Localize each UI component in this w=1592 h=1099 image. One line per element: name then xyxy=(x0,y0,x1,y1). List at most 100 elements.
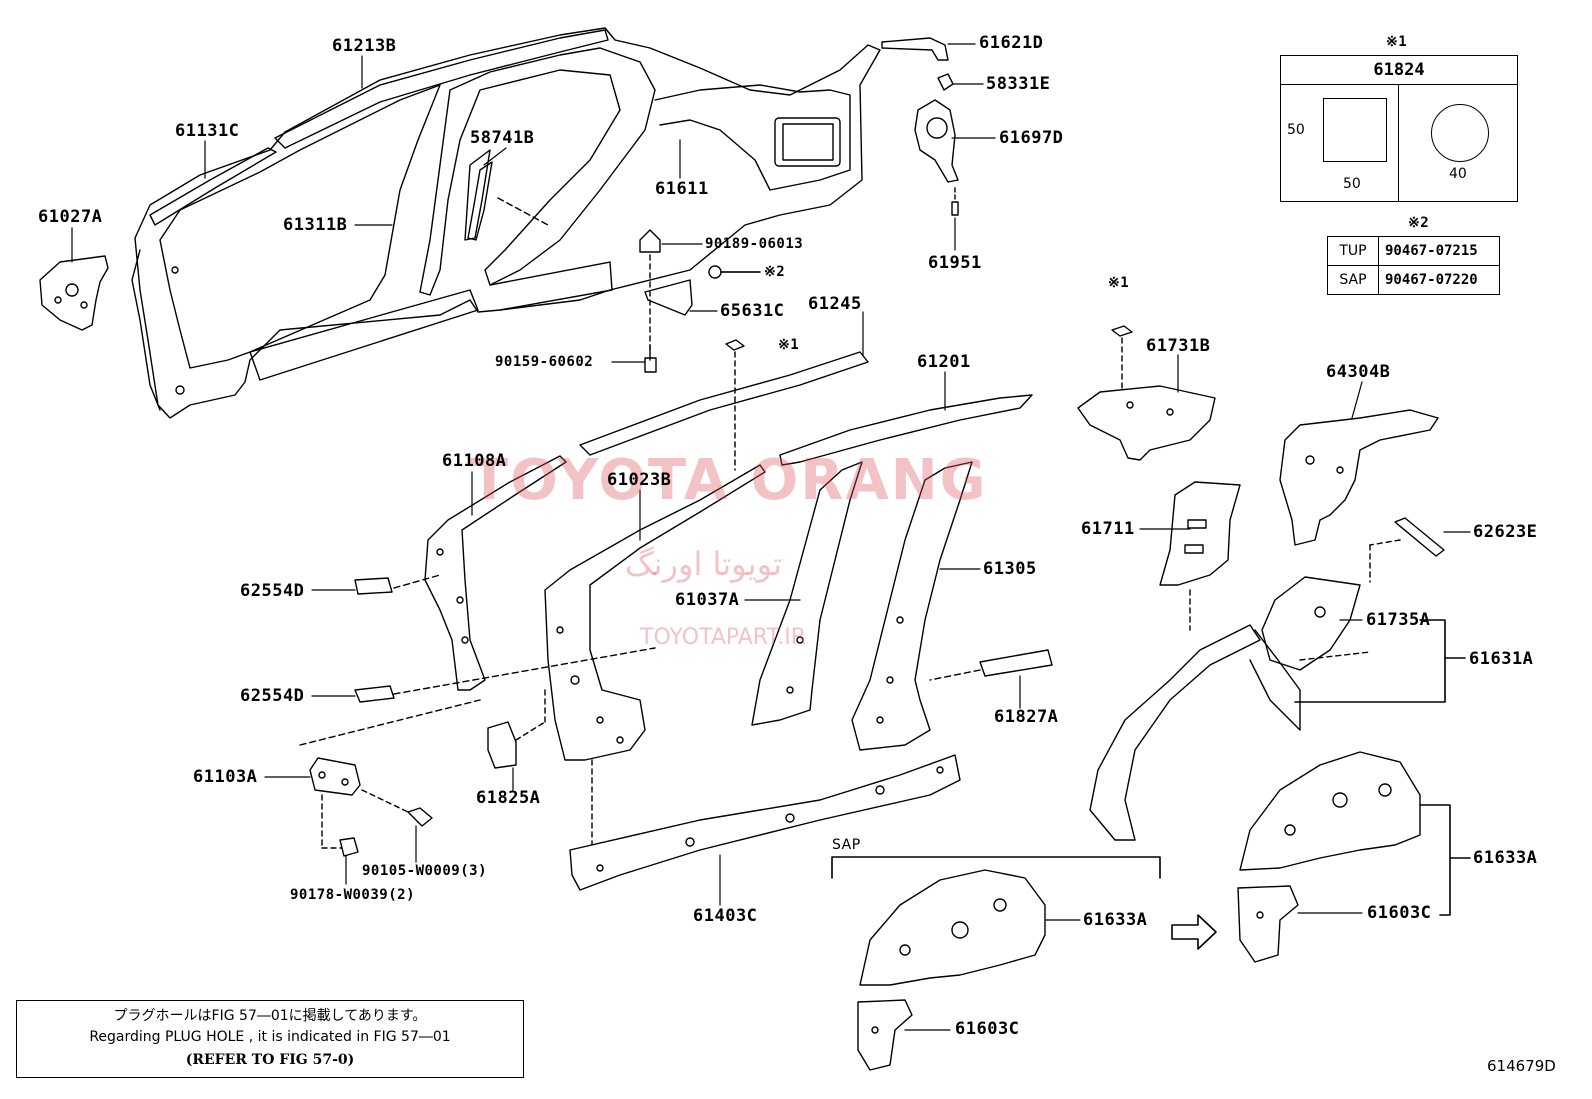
note-english: Regarding PLUG HOLE , it is indicated in… xyxy=(89,1029,451,1045)
label-mark2: ※2 xyxy=(764,264,786,280)
part-61103A-drawing xyxy=(309,757,361,796)
grade-cell: TUP xyxy=(1327,236,1379,266)
label-61603C-right: 61603C xyxy=(1367,903,1432,923)
part-62554D-upper-drawing xyxy=(354,577,393,595)
variant-table-mark: ※2 xyxy=(1408,215,1430,231)
label-61825A: 61825A xyxy=(476,788,541,808)
label-61245: 61245 xyxy=(808,294,862,314)
label-61631A: 61631A xyxy=(1469,649,1534,669)
bracket-61633A-right xyxy=(1419,804,1451,916)
inset-divider xyxy=(1398,85,1399,201)
label-61108A: 61108A xyxy=(442,451,507,471)
label-61131C: 61131C xyxy=(175,121,240,141)
label-90159-60602: 90159-60602 xyxy=(495,354,594,370)
label-sap: SAP xyxy=(832,837,861,853)
label-61213B: 61213B xyxy=(332,36,397,56)
part-61603C-bottom-drawing xyxy=(857,999,913,1071)
label-90105-W0009: 90105-W0009(3) xyxy=(362,863,488,879)
square-width-dim: 50 xyxy=(1343,176,1361,192)
part-61201-drawing xyxy=(779,394,1033,466)
part-61037A-drawing xyxy=(751,461,863,726)
note-japanese: プラグホールはFIG 57―01に掲載してあります。 xyxy=(113,1008,427,1024)
part-62623E-drawing xyxy=(1394,517,1445,557)
part-61245-drawing xyxy=(579,351,869,456)
plug-circle-shape xyxy=(1431,104,1489,162)
part-61697D-drawing xyxy=(914,99,959,183)
inset-61824-box: 61824 50 50 40 xyxy=(1280,55,1518,202)
label-61403C: 61403C xyxy=(693,906,758,926)
label-64304B: 64304B xyxy=(1326,362,1391,382)
part-cell: 90467-07215 xyxy=(1378,236,1500,266)
part-61827A-drawing xyxy=(979,649,1053,677)
plug-hole-2-drawing xyxy=(1111,325,1133,337)
table-row: SAP 90467-07220 xyxy=(1327,265,1500,295)
circle-diameter-dim: 40 xyxy=(1449,166,1467,182)
part-cell: 90467-07220 xyxy=(1378,265,1500,295)
nut-90178-drawing xyxy=(339,837,359,857)
part-61633A-center-drawing xyxy=(859,869,1046,986)
variant-table: TUP 90467-07215 SAP 90467-07220 xyxy=(1327,236,1500,295)
part-61735A-drawing xyxy=(1261,576,1361,671)
part-61825A-drawing xyxy=(487,721,517,769)
part-61108A-drawing xyxy=(424,455,567,691)
label-61731B: 61731B xyxy=(1146,336,1211,356)
label-61201: 61201 xyxy=(917,352,971,372)
label-61311B: 61311B xyxy=(283,215,348,235)
part-61131C-drawing xyxy=(149,147,277,226)
label-61711: 61711 xyxy=(1081,519,1135,539)
grade-cell: SAP xyxy=(1327,265,1379,295)
part-61711-drawing xyxy=(1159,481,1241,586)
label-61633A-center: 61633A xyxy=(1083,910,1148,930)
arrow-icon xyxy=(1171,914,1217,950)
label-62623E: 62623E xyxy=(1473,522,1538,542)
label-61023B: 61023B xyxy=(607,470,672,490)
label-62554D-lower: 62554D xyxy=(240,686,305,706)
part-58741B-drawing xyxy=(467,161,493,241)
label-61951: 61951 xyxy=(928,253,982,273)
leader-lines xyxy=(71,43,1471,1031)
part-62554D-lower-drawing xyxy=(354,685,395,703)
part-61951-drawing xyxy=(951,201,959,216)
part-61621D-drawing xyxy=(881,37,949,61)
part-58331E-drawing xyxy=(937,73,954,91)
label-61305: 61305 xyxy=(983,559,1037,579)
label-58331E: 58331E xyxy=(986,74,1051,94)
part-61305-drawing xyxy=(851,461,973,751)
part-61403C-drawing xyxy=(569,754,961,891)
body-side-outer-panel xyxy=(131,27,881,419)
inset-title: 61824 xyxy=(1281,56,1517,85)
square-height-dim: 50 xyxy=(1287,122,1305,138)
label-61633A-right: 61633A xyxy=(1473,848,1538,868)
bracket-61631A xyxy=(1294,619,1446,703)
table-row: TUP 90467-07215 xyxy=(1327,236,1500,266)
part-61027A-drawing xyxy=(39,255,109,331)
part-61633A-right-drawing xyxy=(1239,751,1421,871)
plug-hole-note: プラグホールはFIG 57―01に掲載してあります。 Regarding PLU… xyxy=(16,1000,524,1078)
part-61603C-right-drawing xyxy=(1237,885,1299,963)
note-reference: (REFER TO FIG 57-0) xyxy=(185,1052,355,1068)
label-mark1-b: ※1 xyxy=(1108,275,1130,291)
label-61103A: 61103A xyxy=(193,767,258,787)
label-90178-W0039: 90178-W0039(2) xyxy=(290,887,416,903)
label-65631C: 65631C xyxy=(720,301,785,321)
sap-bracket xyxy=(831,856,1161,879)
plug-square-shape xyxy=(1323,98,1387,162)
plug-hole-1-drawing xyxy=(725,339,745,351)
label-61603C-bottom: 61603C xyxy=(955,1019,1020,1039)
label-61735A: 61735A xyxy=(1366,610,1431,630)
part-61631A-drawing xyxy=(1089,624,1301,841)
label-90189-06013: 90189-06013 xyxy=(705,236,804,252)
label-61027A: 61027A xyxy=(38,207,103,227)
label-61037A: 61037A xyxy=(675,590,740,610)
figure-id: 614679D xyxy=(1487,1057,1556,1075)
part-64304B-drawing xyxy=(1279,409,1439,546)
inset-mark: ※1 xyxy=(1386,34,1408,50)
label-61621D: 61621D xyxy=(979,33,1044,53)
part-61731B-drawing xyxy=(1077,385,1216,461)
label-58741B: 58741B xyxy=(470,128,535,148)
label-62554D-upper: 62554D xyxy=(240,581,305,601)
label-61697D: 61697D xyxy=(999,128,1064,148)
part-61023B-drawing xyxy=(544,464,766,761)
bolt-90105-drawing xyxy=(407,807,433,827)
